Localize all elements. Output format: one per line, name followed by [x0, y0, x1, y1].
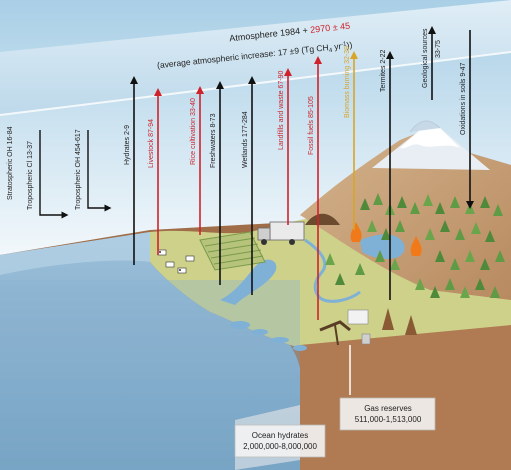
- sink-label-tropospheric-cl: Tropospheric Cl 13-37: [27, 141, 34, 210]
- tree: [415, 278, 425, 290]
- tree: [490, 286, 500, 298]
- tropospheric-cl-arrow: [39, 130, 69, 219]
- tree: [325, 253, 335, 265]
- tree: [485, 230, 495, 242]
- tree: [367, 220, 377, 232]
- source-label-landfills-waste: Landfills and waste 67-90: [278, 71, 285, 150]
- ocean-hydrates-reservoir: Ocean hydrates 2,000,000-8,000,000: [234, 405, 326, 470]
- tree: [480, 196, 490, 208]
- tree: [445, 278, 455, 290]
- tree: [423, 194, 433, 206]
- ocean: [0, 232, 302, 470]
- source-label-rice-cultivation: Rice cultivation 33-40: [190, 98, 197, 165]
- tree: [355, 263, 365, 275]
- tree: [375, 250, 385, 262]
- source-label-wetlands: Wetlands 177-284: [242, 111, 249, 168]
- source-label-biomass-burning: Biomass burning 32-39: [344, 46, 351, 118]
- tree: [435, 250, 445, 262]
- source-label-hydrates: Hydrates 2-9: [124, 125, 131, 165]
- source-arrows: Hydrates 2-9 Livestock 87-94 Rice cultivat…: [124, 26, 474, 320]
- soil-front: [300, 325, 511, 470]
- source-value-geological-sources: 33-75: [435, 40, 442, 58]
- termite-mounds: [382, 308, 417, 335]
- sink-label-stratospheric-oh: Stratospheric OH 16-84: [7, 126, 14, 200]
- tree: [493, 204, 503, 216]
- tree: [390, 258, 400, 270]
- source-label-livestock: Livestock 87-94: [148, 119, 155, 168]
- tropospheric-oh-arrow: [87, 130, 112, 212]
- tree: [495, 250, 505, 262]
- tree: [450, 258, 460, 270]
- sink-label-tropospheric-oh: Tropospheric OH 454-617: [75, 129, 82, 210]
- atmosphere-band: [0, 0, 511, 115]
- tree: [435, 202, 445, 214]
- wetland-patches: [230, 321, 307, 351]
- forest-trees: [325, 193, 505, 298]
- tree: [471, 222, 481, 234]
- tree: [360, 198, 370, 210]
- tree: [465, 250, 475, 262]
- source-label-fossil-fuels: Fossil fuels 85-105: [308, 96, 315, 155]
- tree: [373, 193, 383, 205]
- tree: [430, 286, 440, 298]
- source-label-termites: Termites 2-22: [380, 49, 387, 92]
- source-label-freshwaters: Freshwaters 8-73: [210, 113, 217, 168]
- tree: [460, 286, 470, 298]
- gas-reserves-title: Gas reserves: [364, 404, 412, 413]
- ocean-hydrates-title: Ocean hydrates: [252, 431, 308, 440]
- tree: [335, 273, 345, 285]
- rice-field: [199, 231, 266, 271]
- tree: [450, 196, 460, 208]
- gas-reserves-reservoir: Gas reserves 511,000-1,513,000: [339, 397, 436, 431]
- source-label-geological-sources: Geological sources: [422, 28, 429, 88]
- tree: [425, 228, 435, 240]
- landfill-truck: [257, 213, 340, 245]
- tree: [410, 202, 420, 214]
- livestock-cows: [157, 249, 195, 274]
- hill: [300, 128, 511, 300]
- tree: [395, 220, 405, 232]
- gas-reserves-value: 511,000-1,513,000: [355, 415, 422, 424]
- tree: [381, 228, 391, 240]
- tree: [480, 258, 490, 270]
- tree: [397, 196, 407, 208]
- sink-arrows: [39, 130, 112, 219]
- tree: [475, 278, 485, 290]
- source-label-oxidations-soils: Oxidations in soils 9-47: [460, 63, 467, 135]
- oil-pump: [319, 309, 371, 395]
- fire-icons: [350, 222, 422, 256]
- freshwater-lake: [220, 259, 277, 305]
- tree: [455, 228, 465, 240]
- ocean-hydrates-value: 2,000,000-8,000,000: [243, 442, 317, 451]
- volcano: [372, 128, 490, 170]
- tree: [440, 220, 450, 232]
